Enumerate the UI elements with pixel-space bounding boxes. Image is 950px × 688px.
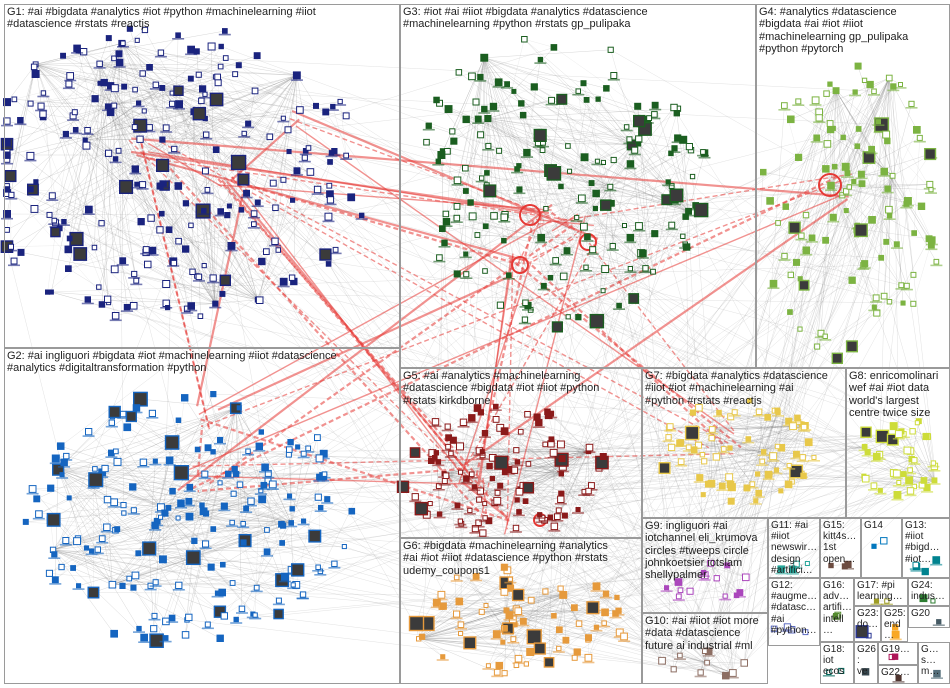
group-label-g18: G18: iot ecos… (823, 644, 852, 684)
group-box-g25: G25: end… (881, 606, 908, 642)
group-box-g18: G18: iot ecos… (820, 642, 854, 684)
group-label-g4: G4: #analytics #datascience #bigdata #ai… (759, 6, 948, 55)
group-label-g26: G26: ve… (857, 644, 876, 684)
group-label-g24: G24: indus… (911, 580, 948, 602)
group-label-g16: G16: adv… artifi… intell… (823, 580, 852, 636)
group-label-g8: G8: enricomolinari wef #ai #iot data wor… (849, 370, 948, 419)
group-box-g2: G2: #ai ingliguori #bigdata #iot #machin… (4, 348, 400, 684)
group-label-g20: G20 (911, 608, 948, 619)
group-box-g5: G5: #ai #analytics #machinelearning #dat… (400, 368, 642, 538)
group-label-g2: G2: #ai ingliguori #bigdata #iot #machin… (7, 350, 398, 375)
group-label-g23: G23: do… (857, 608, 879, 630)
group-box-g14: G14 (861, 518, 902, 578)
group-box-g15: G15: kitt4s… 1st open… (820, 518, 861, 578)
group-label-g25: G25: end… (884, 608, 906, 642)
group-label-g6: G6: #bigdata #machinelearning #analytics… (403, 540, 640, 577)
group-label-g19: G19… (881, 644, 916, 655)
group-box-g9: G9: ingliguori #ai iotchannel eli_krumov… (642, 518, 768, 613)
group-box-g3: G3: #iot #ai #iiot #bigdata #analytics #… (400, 4, 756, 368)
group-box-g12: G12: #augme… #datasc… #ai #python… (768, 578, 820, 646)
group-box-g13: G13: #iiot #bigd… #iot… (902, 518, 950, 578)
group-box-g26: G26: ve… (854, 642, 878, 684)
group-label-g12: G12: #augme… #datasc… #ai #python… (771, 580, 818, 636)
group-box-g6: G6: #bigdata #machinelearning #analytics… (400, 538, 642, 684)
group-label-g10: G10: #ai #iiot #iot more #data #datascie… (645, 615, 766, 652)
group-label-g15: G15: kitt4s… 1st open… (823, 520, 859, 565)
group-box-g20: G20 (908, 606, 950, 628)
group-label-g17: G17: #pi learning… (857, 580, 906, 602)
group-label-g22: G22… (881, 667, 916, 678)
group-label-g3: G3: #iot #ai #iiot #bigdata #analytics #… (403, 6, 754, 31)
group-box-g1: G1: #ai #bigdata #analytics #iot #python… (4, 4, 400, 348)
group-box-g23: G23: do… (854, 606, 881, 642)
group-label-g13: G13: #iiot #bigd… #iot… (905, 520, 948, 565)
group-box-g16: G16: adv… artifi… intell… (820, 578, 854, 642)
group-label-g14: G14 (864, 520, 900, 531)
group-label-g1: G1: #ai #bigdata #analytics #iot #python… (7, 6, 398, 31)
group-box-g19: G19… (878, 642, 918, 665)
group-box-g8: G8: enricomolinari wef #ai #iot data wor… (846, 368, 950, 518)
group-box-g10: G10: #ai #iiot #iot more #data #datascie… (642, 613, 768, 684)
group-label-g5: G5: #ai #analytics #machinelearning #dat… (403, 370, 640, 407)
group-box-g27: G… s… m… (918, 642, 950, 684)
group-box-g11: G11: #ai #iiot newswir… design #artifici… (768, 518, 820, 578)
group-box-g4: G4: #analytics #datascience #bigdata #ai… (756, 4, 950, 368)
group-box-g7: G7: #bigdata #analytics #datascience #ii… (642, 368, 846, 518)
group-box-g17: G17: #pi learning… (854, 578, 908, 606)
group-box-g24: G24: indus… (908, 578, 950, 606)
group-label-g27: G… s… m… (921, 644, 948, 678)
group-label-g7: G7: #bigdata #analytics #datascience #ii… (645, 370, 844, 407)
group-label-g11: G11: #ai #iiot newswir… design #artifici… (771, 520, 818, 578)
group-box-g22: G22… (878, 665, 918, 684)
group-label-g9: G9: ingliguori #ai iotchannel eli_krumov… (645, 520, 766, 582)
